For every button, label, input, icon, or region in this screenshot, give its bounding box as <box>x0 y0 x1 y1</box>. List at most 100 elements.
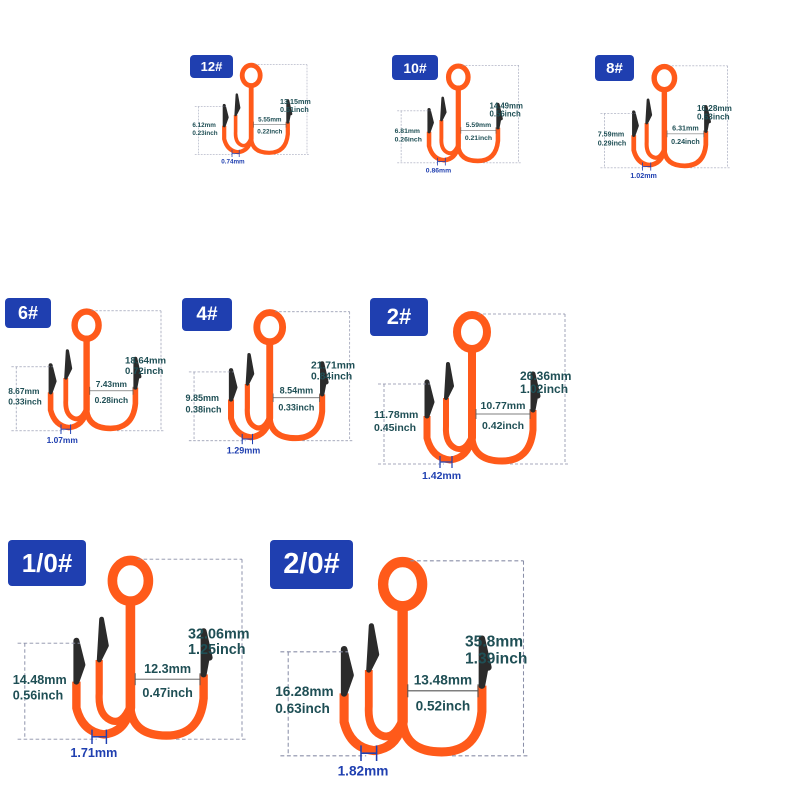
hook-point-left <box>228 368 238 402</box>
length-mm-label: 13.15mm <box>280 97 311 106</box>
length-mm-label: 21.71mm <box>311 361 355 372</box>
barb-inch-label: 0.23inch <box>192 130 217 137</box>
length-inch-label: 0.51inch <box>280 105 309 114</box>
barb-inch-label: 0.26inch <box>395 136 422 143</box>
hook-back-bend <box>63 378 89 422</box>
hook-point-left <box>73 637 86 685</box>
hook-diagram: 26.36mm1.02inch10.77mm0.42inch11.78mm0.4… <box>374 311 571 482</box>
hook-size-badge: 2/0# <box>270 540 353 589</box>
hook-size-badge: 2# <box>370 298 428 336</box>
wire-gauge-label: 1.42mm <box>422 470 461 482</box>
hook-eye <box>377 556 428 612</box>
gap-mm-label: 5.59mm <box>466 122 491 129</box>
treble-hook-shape <box>631 63 711 169</box>
hook-right-bend <box>398 685 487 757</box>
hook-point-left <box>632 110 639 137</box>
treble-hook-shape <box>72 555 213 740</box>
hook-left-bend <box>631 135 667 168</box>
hook-back-bend <box>364 670 407 741</box>
gap-mm-label: 5.55mm <box>258 117 282 124</box>
hook-right-bend <box>468 410 537 465</box>
hook-right-bend <box>249 122 290 155</box>
hook-left-bend <box>426 131 461 163</box>
treble-hook-shape <box>228 309 329 442</box>
barb-inch-label: 0.29inch <box>598 139 627 147</box>
hook-point-right <box>286 99 293 124</box>
gap-inch-label: 0.21inch <box>465 135 492 142</box>
hook-diagram: 35.8mm1.39inch13.48mm0.52inch16.28mm0.63… <box>275 556 527 778</box>
hook-diagram: 21.71mm0.84inch8.54mm0.33inch9.85mm0.38i… <box>185 309 355 456</box>
barb-inch-label: 0.56inch <box>13 689 63 703</box>
length-inch-label: 0.72inch <box>125 366 164 377</box>
hook-size-badge: 10# <box>392 55 438 80</box>
gap-inch-label: 0.24inch <box>671 138 700 146</box>
wire-gauge-label: 1.71mm <box>70 746 117 760</box>
treble-hook-shape <box>423 311 541 465</box>
wire-gauge-label: 1.29mm <box>227 446 261 456</box>
gap-inch-label: 0.42inch <box>482 420 524 432</box>
hook-right-bend <box>83 387 139 432</box>
hook-back-bend <box>95 660 134 725</box>
hook-back-bend <box>244 383 273 431</box>
barb-mm-label: 14.48mm <box>13 673 67 687</box>
hook-left-bend <box>423 416 476 464</box>
gap-inch-label: 0.22inch <box>257 129 282 136</box>
hook-eye <box>651 63 678 93</box>
barb-mm-label: 8.67mm <box>8 386 39 396</box>
hook-point-left <box>427 107 434 134</box>
hook-point-left <box>424 379 435 419</box>
hook-point-left <box>48 363 57 395</box>
hook-right-bend <box>456 127 501 164</box>
hook-left-bend <box>72 681 135 739</box>
wire-gauge-label: 1.02mm <box>630 172 657 180</box>
length-mm-label: 35.8mm <box>465 634 523 651</box>
length-inch-label: 0.56inch <box>490 110 521 119</box>
hook-back-bend <box>442 398 475 453</box>
treble-hook-shape <box>339 556 492 757</box>
length-mm-label: 18.64mm <box>125 356 166 367</box>
barb-mm-label: 6.81mm <box>395 128 420 135</box>
hook-point-back <box>645 98 653 125</box>
hook-size-badge: 4# <box>182 298 232 331</box>
barb-mm-label: 9.85mm <box>185 393 219 403</box>
length-mm-label: 14.49mm <box>490 101 523 110</box>
hook-left-bend <box>222 125 254 155</box>
hook-left-bend <box>228 399 273 441</box>
hook-point-right <box>320 361 329 397</box>
hook-back-bend <box>644 122 667 160</box>
hook-point-back <box>234 93 241 117</box>
hook-right-bend <box>661 131 709 169</box>
barb-inch-label: 0.63inch <box>275 701 330 716</box>
hook-point-back <box>64 349 73 380</box>
barb-mm-label: 11.78mm <box>374 409 418 421</box>
barb-mm-label: 7.59mm <box>598 131 625 139</box>
length-inch-label: 0.63inch <box>697 113 730 122</box>
length-mm-label: 16.28mm <box>697 104 732 113</box>
gap-mm-label: 8.54mm <box>280 385 314 395</box>
hook-eye <box>107 555 154 606</box>
treble-hook-shape <box>47 308 142 432</box>
wire-gauge-label: 0.74mm <box>221 159 245 166</box>
hook-eye <box>445 63 471 91</box>
length-inch-label: 0.84inch <box>311 372 352 383</box>
barb-inch-label: 0.38inch <box>185 404 221 414</box>
barb-mm-label: 6.12mm <box>192 122 216 129</box>
length-mm-label: 26.36mm <box>520 369 571 383</box>
gap-inch-label: 0.52inch <box>416 698 471 713</box>
length-mm-label: 32.06mm <box>188 626 250 642</box>
treble-hook-shape <box>222 62 293 155</box>
hook-left-bend <box>339 693 408 756</box>
hook-eye <box>453 311 491 353</box>
hook-point-left <box>222 103 229 128</box>
length-inch-label: 1.02inch <box>520 382 568 396</box>
hook-point-right <box>200 628 213 678</box>
hook-size-badge: 8# <box>595 55 634 81</box>
hook-left-bend <box>47 392 90 431</box>
hook-right-bend <box>126 674 208 740</box>
hook-point-back <box>245 353 255 386</box>
